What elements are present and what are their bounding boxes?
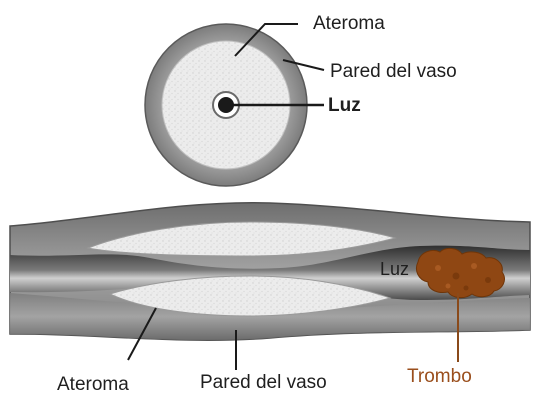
label-lumen-bottom: Luz <box>380 260 409 278</box>
label-thrombus: Trombo <box>407 367 472 386</box>
label-atheroma-bottom: Ateroma <box>57 375 129 394</box>
longitudinal-section <box>10 203 530 370</box>
lumen-core <box>218 97 234 113</box>
label-lumen-top: Luz <box>328 96 361 115</box>
cross-section <box>145 24 324 186</box>
label-wall-bottom: Pared del vaso <box>200 373 327 392</box>
label-atheroma-top: Ateroma <box>313 14 385 33</box>
label-wall-top: Pared del vaso <box>330 62 457 81</box>
